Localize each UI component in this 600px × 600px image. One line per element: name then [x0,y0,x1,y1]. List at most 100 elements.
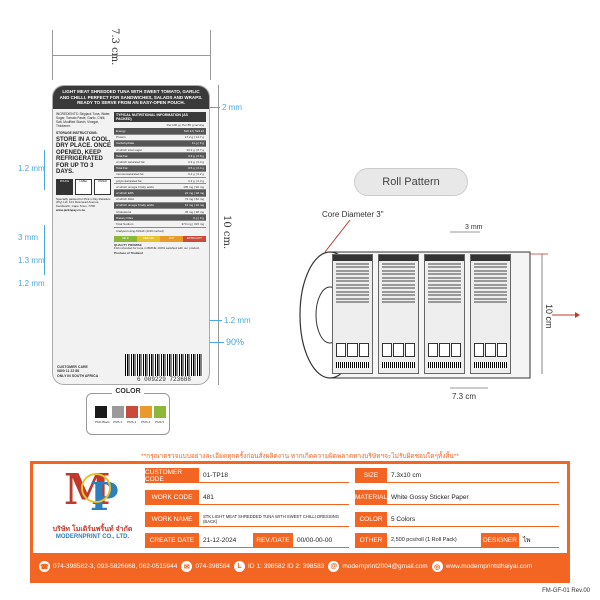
size-label: SIZE [355,468,387,483]
care-country: ONLY IN SOUTH AFRICA [57,373,99,378]
designer-value: ไพ [519,533,559,548]
recycle-icons: POUCH LABEL PAPER [56,176,111,198]
form-row-material: MATERIAL White Gossy Sticker Paper [355,490,559,505]
margin-top-label: 2 mm [222,103,242,112]
size-value: 7.3x10 cm [387,468,559,483]
width-guide [210,30,211,80]
roll-sticker [470,254,511,374]
phone-icon: ☎ [39,561,50,572]
quality-heading: QUALITY PROMISE [114,242,142,247]
margin-left-guide [44,150,45,190]
svg-text:M: M [64,465,111,514]
roll-sticker [332,254,373,374]
material-label: MATERIAL [355,490,387,505]
contact-email[interactable]: @ modernprint2004@gmail.com [328,561,428,572]
work-name-label: WORK NAME [145,512,199,527]
work-name-value: STK LIGHT MEAT SHREDDED TUNA WITH SWEET … [199,512,349,527]
company-name-english: MODERNPRINT CO., LTD. [55,534,130,540]
heat-hot: HOT [160,235,183,242]
contact-fax: ✉ 074-398584 [181,561,230,572]
direction-arrowhead [575,312,580,318]
line-icon: L [234,561,246,572]
other-label: OTHER [355,533,387,548]
margin-right-lower-label: 1.2 mm [224,316,251,325]
contact-web[interactable]: ◎ www.modernprintsthaiyai.com [431,561,532,572]
margin-left-upper-label: 1.2 mm [18,164,45,173]
color-title: COLOR [112,388,144,395]
label-proof: LIGHT MEAT SHREDDED TUNA WITH SWEET TOMA… [52,85,210,385]
width-annotation: 7.3 cm. [109,28,120,66]
core-diameter-label: Core Diameter 3" [322,210,384,219]
barcode-number: 6 009229 723688 [125,376,203,383]
color-swatch: PMS Black [95,406,110,424]
color-swatch: PMS 5 [153,406,166,424]
form-row-size: SIZE 7.3x10 cm [355,468,559,483]
color-swatch: PMS 2 [111,406,124,424]
designer-label: DESIGNER [481,533,519,548]
other-value: 2,500 pcs/roll (1 Roll Pack) [387,533,481,548]
width-guide [52,55,210,56]
margin-left-lower-label: 1.2 mm [18,279,45,288]
globe-icon: ◎ [431,561,443,572]
contact-bar: ☎ 074-398582-3, 093-5826668, 062-0515944… [33,553,567,580]
customer-care: CUSTOMER CARE 0800 11 22 88 ONLY IN SOUT… [57,365,98,379]
company-name-thai: บริษัท โมเดิร์นพริ้นท์ จำกัด [52,526,133,533]
barcode-scale-guide [196,342,224,343]
email-icon: @ [328,561,340,572]
height-annotation: 10 cm. [221,215,232,250]
website-text: www.picknpay.co.za [56,207,85,212]
roll-height-label: 10 cm [544,304,554,329]
customer-code-value: 01-TP18 [199,468,349,483]
create-date-value: 21-12-2024 [199,533,253,548]
quality-text: Fish refunded for tuna in BRINE 100% sat… [114,246,200,251]
company-logo: M P [60,464,132,544]
barcode [125,354,203,376]
heat-extra-hot: EXTRA HOT [183,235,206,242]
form-row-other: OTHER 2,500 pcs/roll (1 Roll Pack) DESIG… [355,533,559,548]
heat-medium: MEDIUM [137,235,160,242]
roll-sticker [424,254,465,374]
work-code-value: 481 [199,490,349,505]
core-pointer [324,220,351,253]
care-title: CUSTOMER CARE [57,364,88,369]
proof-notice: **กรุณาตรวจแบบอย่างละเอียดทุกครั้งก่อนสั… [141,453,459,460]
paper-icon: PAPER [94,178,111,195]
form-row-color: COLOR 5 Colors [355,512,559,527]
barcode-scale-label: 90% [226,337,245,347]
color-value: 5 Colors [387,512,559,527]
height-guide [218,85,219,385]
origin-text: Produce of Thailand [114,251,143,256]
contact-phones: ☎ 074-398582-3, 093-5826668, 062-0515944 [39,561,178,572]
nutrition-columns: Per 100 g | Per 85 g serving [114,122,206,129]
form-row-dates: CREATE DATE 21-12-2024 REV./DATE 00/00-0… [145,533,349,548]
contact-line: L ID 1: 398582 ID 2: 398583 [234,561,324,572]
fax-icon: ✉ [181,561,193,572]
roll-sticker [378,254,419,374]
label-left-column: INGREDIENTS: Skipjack Tuna, Water, Sugar… [56,112,111,256]
form-row-customer-code: CUSTOMER CODE 01-TP18 [145,468,349,483]
form-row-work-code: WORK CODE 481 [145,490,349,505]
nutrition-footnote: Analysed using ASSAF (2019 method) [116,228,164,233]
gap-label: 3 mm [465,224,483,231]
color-swatch: PMS 3 [125,406,138,424]
storage-text: STORE IN A COOL, DRY PLACE. ONCE OPENED,… [56,136,112,176]
create-date-label: CREATE DATE [145,533,199,548]
nutrition-heading: TYPICAL NUTRITIONAL INFORMATION (AS PACK… [114,111,206,122]
work-code-label: WORK CODE [145,490,199,505]
margin-left-guide [44,225,45,275]
